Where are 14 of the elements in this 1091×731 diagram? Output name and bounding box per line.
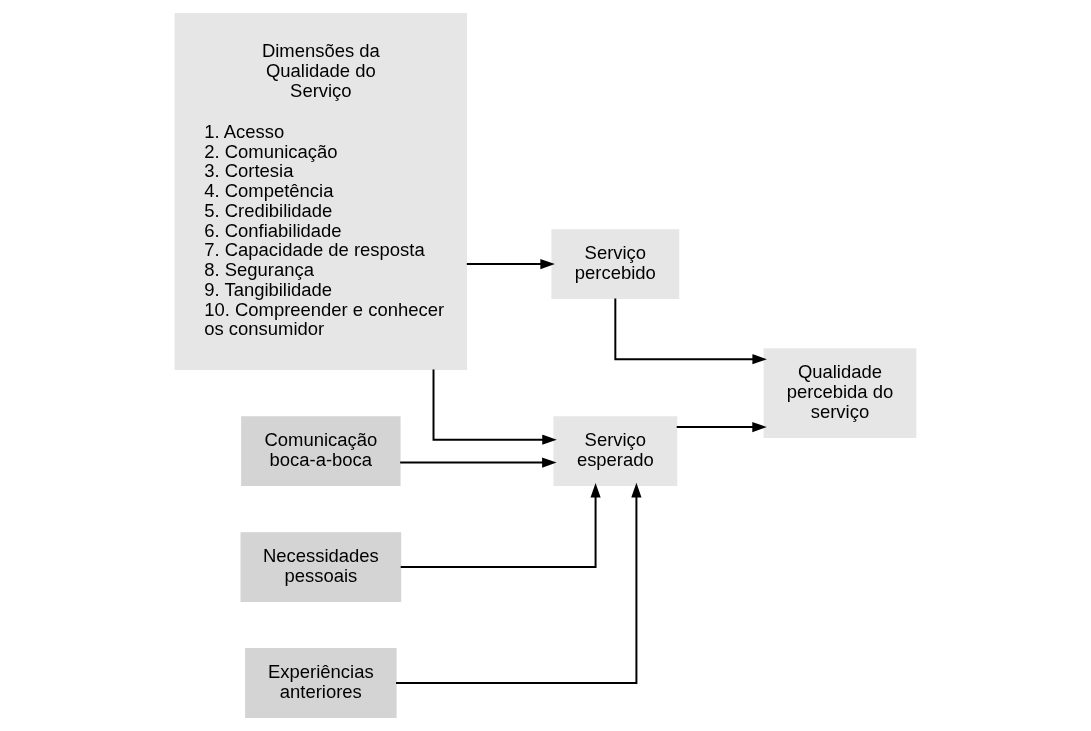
arrow (399, 482, 601, 569)
node-box: Serviço percebido (551, 229, 680, 299)
node-box: Experiências anteriores (245, 648, 397, 718)
node-box: Comunicação boca-a-boca (241, 416, 401, 487)
node-box: Qualidade percebida do serviço (763, 348, 917, 438)
arrow (395, 482, 642, 684)
node-box: Dimensões da Qualidade do Serviço 1. Acesso 2. Comunicação 3. Cortesia 4. Competência 5. Credibilidade 6. Confiabilidade 7. Capacidade de resposta 8. Segurança 9. Tangibilidade 10. Compreender e conhecer os consumidor (174, 13, 468, 371)
node-box: Serviço esperado (553, 416, 678, 487)
arrow (432, 368, 557, 445)
arrow (465, 258, 555, 270)
arrow (399, 457, 557, 468)
arrow (614, 297, 767, 365)
node-box: Necessidades pessoais (240, 532, 402, 602)
arrow (675, 422, 767, 433)
